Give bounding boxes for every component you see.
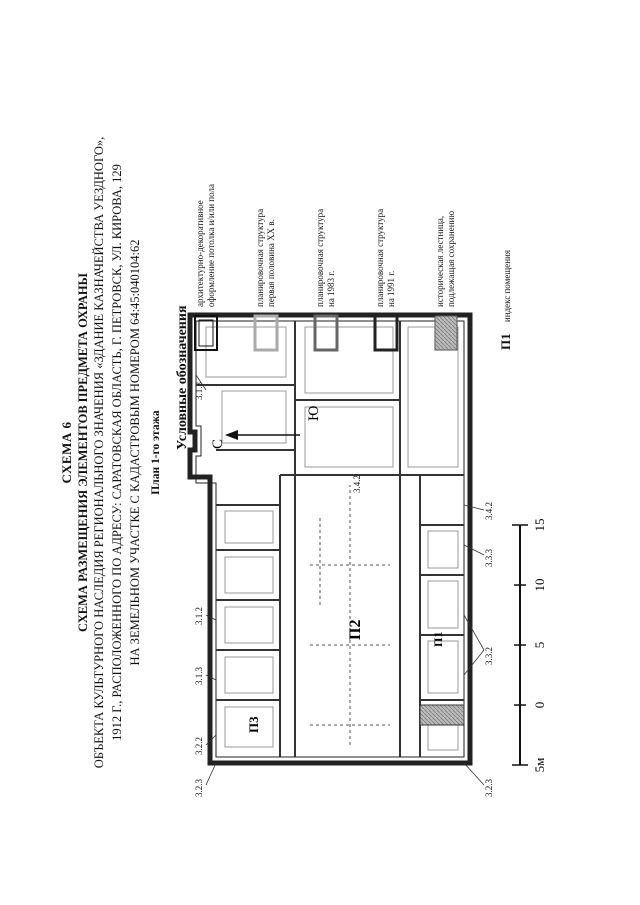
room-index-p3: П3 xyxy=(246,716,261,733)
outer-walls xyxy=(187,312,473,766)
callout-3-3-2: 3.3.2 xyxy=(484,647,494,665)
legend-item-1983: планировочная структура на 1983 г. xyxy=(315,209,337,307)
legend-title: Условные обозначения xyxy=(175,305,190,450)
north-arrow-icon: С Ю xyxy=(210,406,322,449)
legend-item-1991: планировочная структура на 1991 г. xyxy=(375,209,397,307)
compass-north: С xyxy=(210,439,226,449)
scale-bar: 5м 0 5 10 15 xyxy=(512,519,547,773)
scale-tick-10: 10 xyxy=(532,579,547,592)
callout-3-2-2: 3.2.2 xyxy=(194,737,204,755)
legend-item-text: планировочная структура xyxy=(375,208,385,307)
legend-item-text: оформление потолка и/или пола xyxy=(205,184,216,307)
interior-walls xyxy=(196,321,464,757)
legend-item-text: историческая лестница, xyxy=(435,215,445,307)
legend-item-text: подлежащая сохранению xyxy=(445,210,456,307)
legend-item-xx: планировочная структура первая половина … xyxy=(255,209,277,307)
legend-item-text: первая половина XX в. xyxy=(265,219,276,307)
scale-tick-5: 5 xyxy=(532,642,547,649)
compass-south: Ю xyxy=(306,406,322,421)
callout-3-1-3-right: 3.1.3 xyxy=(194,382,204,401)
historic-staircase xyxy=(419,704,465,726)
legend-swatches xyxy=(194,314,458,352)
legend-item-staircase: историческая лестница, подлежащая сохран… xyxy=(435,211,457,307)
hall-dashes xyxy=(310,485,390,745)
room-index-p2: П2 xyxy=(347,620,364,640)
callout-3-4-2-right: 3.4.2 xyxy=(352,475,362,493)
scale-tick-0: 0 xyxy=(532,702,547,709)
legend-item-text: на 1983 г. xyxy=(325,270,336,307)
legend-index-text: индекс помещения xyxy=(502,249,512,323)
callout-3-3-3: 3.3.3 xyxy=(484,549,494,568)
room-index-p1: П1 xyxy=(431,632,445,647)
legend-item-text: планировочная структура xyxy=(255,208,265,307)
legend-index-symbol: П1 xyxy=(498,333,513,350)
room-outlines xyxy=(205,326,459,751)
callout-3-1-2: 3.1.2 xyxy=(194,607,204,625)
legend-item-decor: архитектурно-декоративное оформление пот… xyxy=(195,184,217,307)
legend-index: П1 индекс помещения xyxy=(498,250,514,350)
callout-3-2-3-top: 3.2.3 xyxy=(194,779,204,798)
callouts: 3.2.3 3.2.2 3.2.3 3.3.2 3.3.3 3.4.2 3.4.… xyxy=(194,382,494,798)
callout-3-4-2-left: 3.4.2 xyxy=(484,502,494,520)
scale-tick-5m: 5м xyxy=(532,758,547,773)
legend-item-text: на 1991 г. xyxy=(385,270,396,307)
callout-3-2-3-bottom: 3.2.3 xyxy=(484,779,494,798)
callout-3-1-3-left: 3.1.3 xyxy=(194,667,204,686)
scale-tick-15: 15 xyxy=(532,519,547,532)
callout-leaders xyxy=(195,374,485,786)
legend-item-text: планировочная структура xyxy=(315,208,325,307)
legend-item-text: архитектурно-декоративное xyxy=(195,200,205,307)
